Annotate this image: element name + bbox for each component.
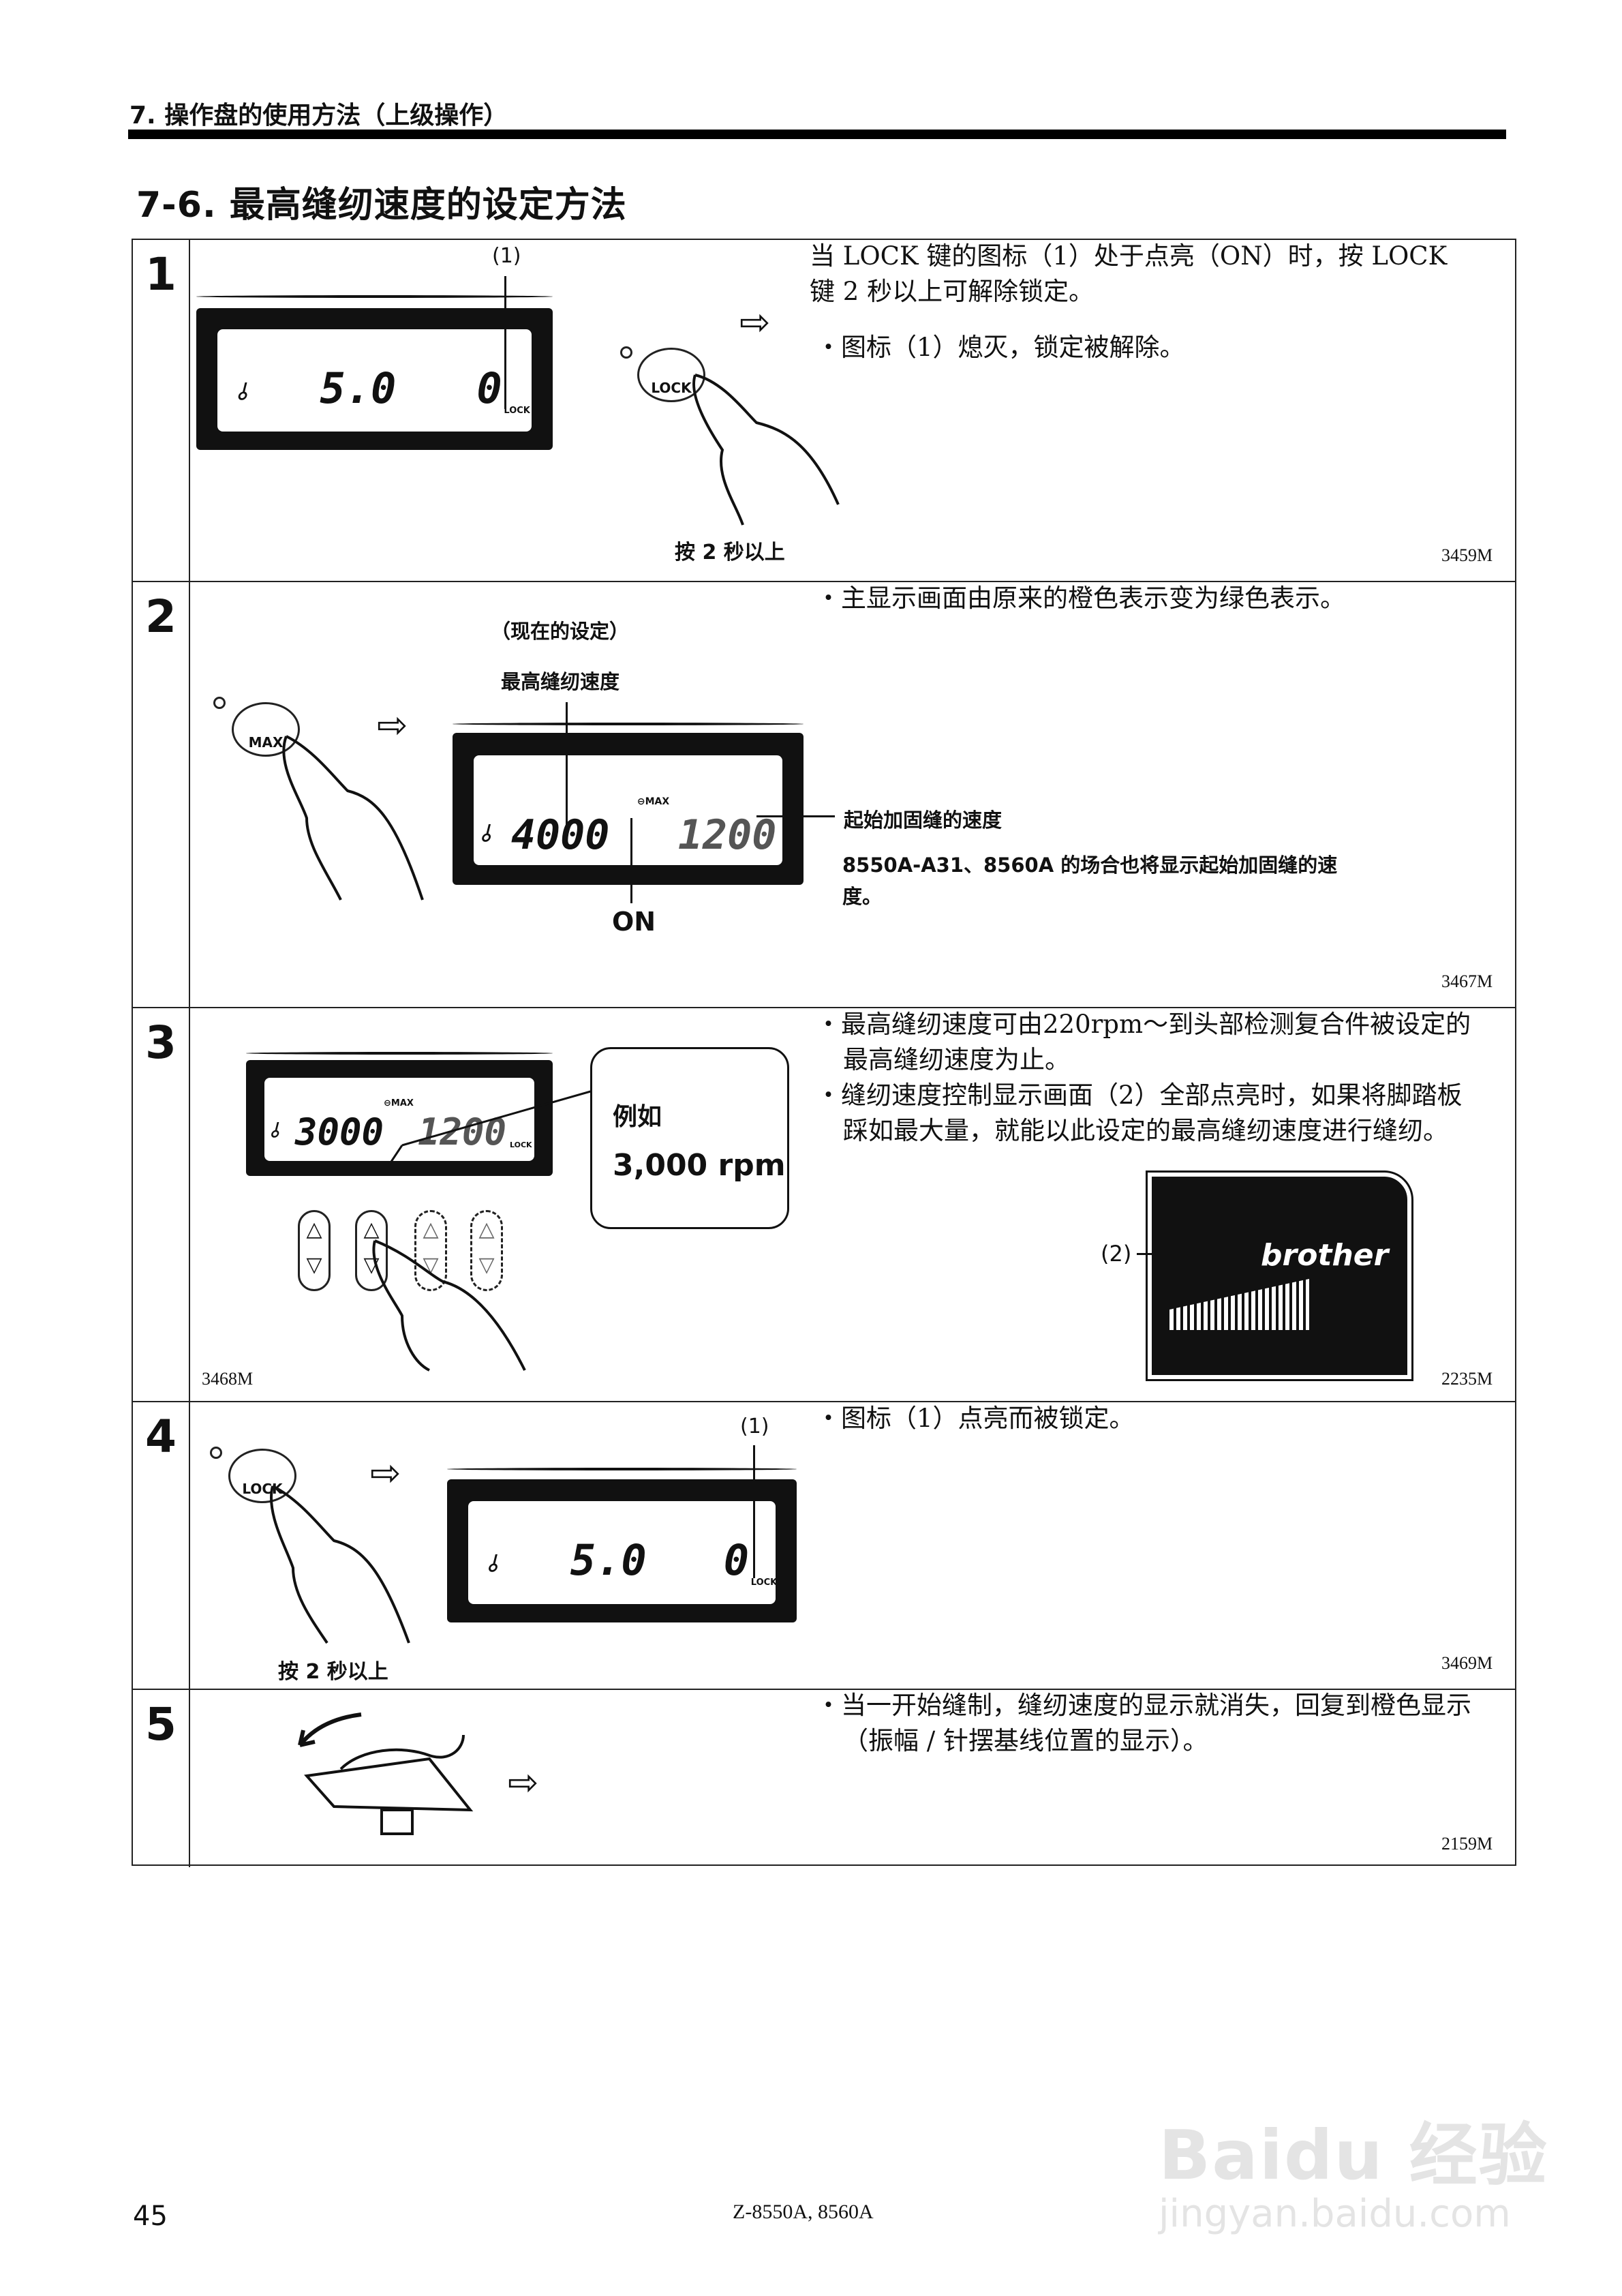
on-label: ON — [612, 907, 656, 937]
lcd-start-bt-speed: 1200 — [418, 1110, 507, 1153]
lock-icon-label: LOCK — [750, 1577, 778, 1588]
arrow-icon: ⇨ — [508, 1761, 539, 1804]
brother-panel: brother — [1146, 1170, 1413, 1381]
section-header: 7. 操作盘的使用方法（上级操作） — [129, 102, 508, 130]
page-number: 45 — [133, 2201, 168, 2232]
example-value: 3,000 rpm — [613, 1148, 786, 1183]
hand-icon — [282, 735, 424, 901]
lcd-display: ⫰ 3000 1200 ⊖MAX LOCK — [246, 1060, 553, 1176]
panel-edge — [246, 1052, 553, 1055]
callout-line — [753, 1445, 755, 1578]
lcd-speed: 5.0 — [570, 1535, 647, 1585]
max-button[interactable]: MAX — [232, 702, 300, 757]
callout-label: (1) — [740, 1415, 769, 1438]
needle-icon: ⫰ — [236, 378, 247, 406]
indicator-led — [213, 697, 226, 709]
needle-icon: ⫰ — [480, 820, 491, 848]
foot-pedal-icon — [298, 1712, 474, 1835]
figure-code: 3459M — [1441, 545, 1493, 565]
step-text: 当 LOCK 键的图标（1）处于点亮（ON）时，按 LOCK 键 2 秒以上可解… — [810, 241, 1448, 306]
down-up-button-4[interactable]: △▽ — [470, 1210, 503, 1291]
press-label: 按 2 秒以上 — [278, 1660, 388, 1684]
max-speed-label: 最高缝纫速度 — [501, 670, 620, 693]
figure-code: 3469M — [1441, 1653, 1493, 1673]
figure-code: 3467M — [1441, 971, 1493, 991]
lock-icon-label: LOCK — [504, 406, 530, 417]
panel-edge — [196, 295, 553, 298]
max-icon: ⊖MAX — [384, 1098, 414, 1108]
step-bullet: ・最高缝纫速度可由220rpm～到头部检测复合件被设定的最高缝纫速度为止。 — [816, 1010, 1471, 1074]
step-row-4: 4 — [133, 1401, 1515, 1689]
step-number: 4 — [133, 1402, 190, 1689]
lcd-start-bt-speed: 1200 — [677, 811, 777, 860]
lcd-display: ⫰ 4000 1200 ⊖MAX — [453, 733, 804, 885]
step-bullet: ・图标（1）熄灭，锁定被解除。 — [816, 333, 1185, 362]
down-up-button-1[interactable]: △▽ — [298, 1210, 331, 1291]
speed-bar-display — [1169, 1279, 1309, 1330]
watermark-logo: Baidu 经验 — [1159, 2115, 1548, 2195]
lcd-max-speed: 4000 — [510, 811, 610, 860]
step-bullet: ・当一开始缝制，缝纫速度的显示就消失，回复到橙色显示（振幅 / 针摆基线位置的显… — [816, 1691, 1471, 1755]
step-number: 3 — [133, 1008, 190, 1401]
max-icon: ⊖MAX — [637, 796, 670, 808]
example-callout: 例如 3,000 rpm — [590, 1047, 789, 1229]
header-rule — [128, 130, 1506, 139]
lcd-speed: 5.0 — [320, 363, 397, 414]
step-row-5: 5 — [133, 1689, 1515, 1867]
note-text: 8550A-A31、8560A 的场合也将显示起始加固缝的速度。 — [842, 854, 1338, 908]
needle-icon: ⫰ — [487, 1550, 498, 1577]
arrow-icon: ⇨ — [739, 301, 771, 344]
indicator-led — [620, 346, 632, 359]
lcd-max-speed: 3000 — [295, 1110, 384, 1153]
example-label: 例如 — [613, 1103, 662, 1131]
hand-icon — [270, 1485, 410, 1644]
page-title: 7-6. 最高缝纫速度的设定方法 — [136, 185, 627, 226]
figure-code: 3468M — [202, 1369, 254, 1389]
callout-label: (2) — [1101, 1241, 1132, 1267]
watermark-url: jingyan.baidu.com — [1159, 2192, 1511, 2236]
pointer-lines — [387, 1089, 594, 1166]
current-setting-label: （现在的设定） — [491, 620, 630, 643]
figure-code: 2159M — [1441, 1834, 1493, 1854]
press-label: 按 2 秒以上 — [675, 541, 785, 564]
hand-icon — [372, 1239, 526, 1372]
panel-edge — [453, 723, 804, 725]
indicator-led — [210, 1447, 222, 1459]
step-number: 5 — [133, 1690, 190, 1867]
callout-line — [566, 702, 568, 832]
start-bt-label: 起始加固缝的速度 — [844, 809, 1003, 832]
callout-line — [504, 276, 506, 409]
arrow-icon: ⇨ — [377, 704, 408, 746]
down-up-button-2[interactable]: △▽ — [355, 1210, 388, 1291]
step-bullet: ・缝纫速度控制显示画面（2）全部点亮时，如果将脚踏板踩如最大量，就能以此设定的最… — [816, 1081, 1463, 1145]
callout-line — [1137, 1253, 1205, 1255]
panel-edge — [447, 1468, 797, 1470]
max-button-label: MAX — [248, 734, 284, 751]
callout-line — [756, 815, 835, 817]
needle-icon: ⫰ — [270, 1118, 279, 1143]
step-bullet: ・图标（1）点亮而被锁定。 — [816, 1404, 1135, 1433]
step-row-3: 3 — [133, 1007, 1515, 1401]
step-row-2: 2 — [133, 581, 1515, 1007]
lcd-value: 0 — [476, 363, 502, 414]
figure-code: 2235M — [1441, 1369, 1493, 1389]
brand-logo: brother — [1261, 1238, 1389, 1273]
step-number: 2 — [133, 582, 190, 1007]
step-bullet: ・主显示画面由原来的橙色表示变为绿色表示。 — [816, 584, 1345, 613]
model-name: Z-8550A, 8560A — [733, 2201, 874, 2223]
lcd-value: 0 — [723, 1535, 750, 1585]
lcd-display: ⫰ 5.0 0 LOCK — [196, 308, 553, 450]
steps-table: 1 2 3 4 5 — [132, 239, 1516, 1867]
step-number: 1 — [133, 240, 190, 581]
lock-icon-label: LOCK — [510, 1140, 532, 1149]
lock-button-label: LOCK — [651, 380, 692, 396]
callout-line — [630, 818, 632, 903]
hand-icon — [692, 374, 840, 526]
step-row-1: 1 — [133, 240, 1515, 581]
arrow-icon: ⇨ — [370, 1451, 401, 1494]
callout-label: (1) — [492, 244, 521, 268]
lcd-display: ⫰ 5.0 0 LOCK — [447, 1479, 797, 1622]
